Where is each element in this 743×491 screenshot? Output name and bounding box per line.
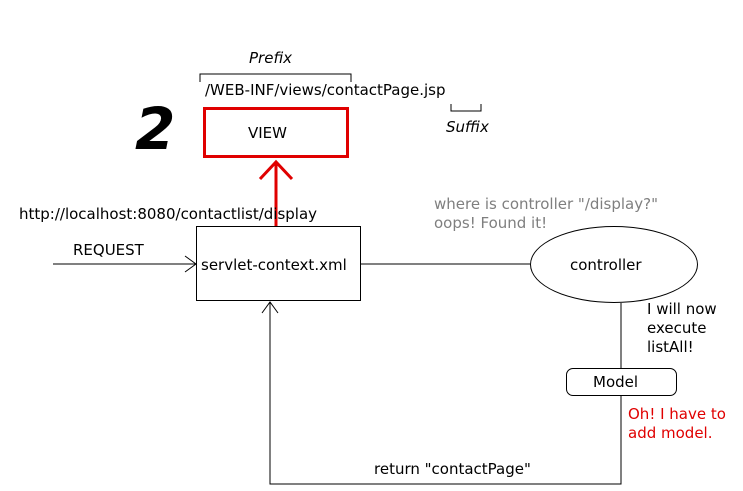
execute-note-line2: execute [647,319,707,337]
execute-note-line3: listAll! [647,338,694,356]
model-label: Model [593,373,639,391]
model-note-line1: Oh! I have to [628,405,726,423]
view-box: VIEW [203,107,349,158]
controller-label: controller [570,256,642,274]
suffix-label: Suffix [446,118,489,136]
suffix-bracket [450,104,482,112]
execute-note-line1: I will now [647,300,717,318]
search-note-line1: where is controller "/display?" [434,195,658,213]
url-label: http://localhost:8080/contactlist/displa… [19,205,318,223]
view-path-label: /WEB-INF/views/contactPage.jsp [205,81,446,99]
controller-ellipse: controller [530,226,698,303]
request-label: REQUEST [73,241,144,259]
step-number: 2 [135,95,176,163]
prefix-label: Prefix [249,49,293,67]
search-note-line2: oops! Found it! [434,214,548,232]
view-label: VIEW [248,124,287,142]
servlet-context-box: servlet-context.xml [196,226,361,301]
model-note-line2: add model. [628,424,713,442]
view-arrowhead [258,159,294,181]
prefix-bracket [199,73,352,82]
return-path [269,302,622,485]
return-arrowhead [261,301,279,314]
servlet-context-label: servlet-context.xml [201,256,347,274]
model-box: Model [566,368,677,396]
return-label: return "contactPage" [374,460,531,478]
